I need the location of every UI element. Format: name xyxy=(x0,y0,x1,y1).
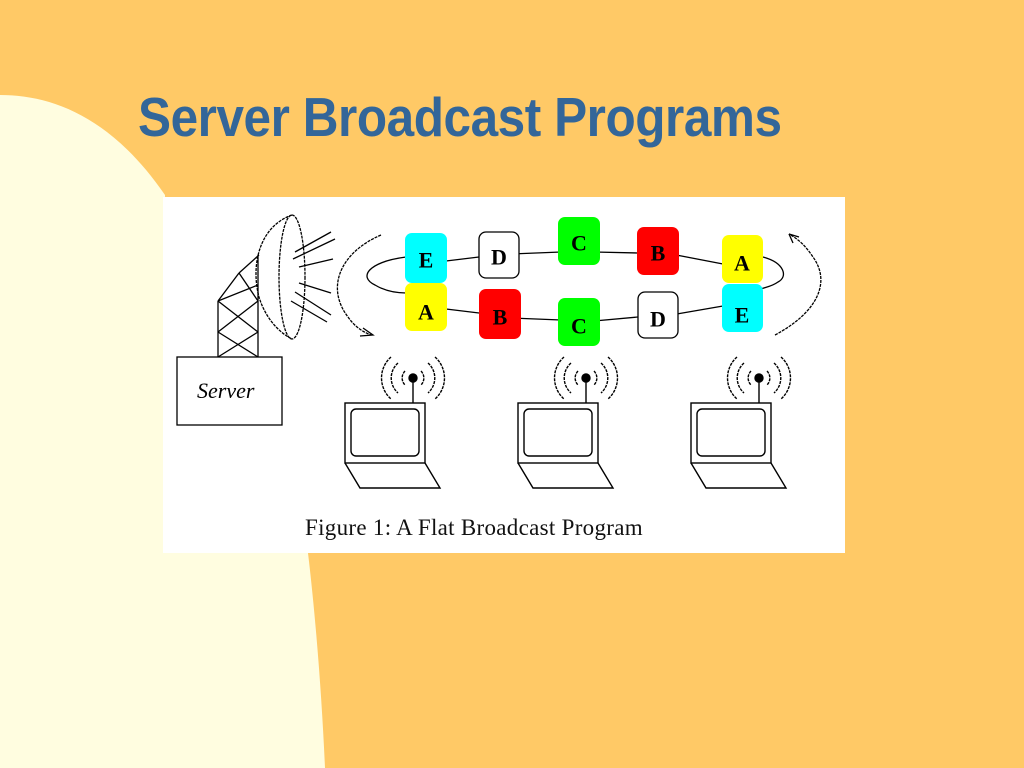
laptop-screen xyxy=(523,408,593,457)
client-laptop-icon xyxy=(344,356,446,489)
figure-caption: Figure 1: A Flat Broadcast Program xyxy=(305,515,643,540)
packet-top-4: B xyxy=(637,227,679,275)
laptop-screen xyxy=(696,408,766,457)
packet-top-5: A xyxy=(722,235,763,283)
server-label: Server xyxy=(197,378,255,403)
packet-bg xyxy=(478,231,520,279)
rotation-arrow-left-icon xyxy=(336,234,382,337)
packet-top-3: C xyxy=(558,217,600,265)
ring-top-line xyxy=(445,251,724,265)
packet-bg xyxy=(637,227,679,275)
packet-label: B xyxy=(493,305,508,330)
packet-bg xyxy=(558,298,600,346)
slide-title: Server Broadcast Programs xyxy=(138,86,782,148)
laptop-screen-frame xyxy=(517,402,599,464)
packet-top-1: E xyxy=(405,233,447,283)
packet-label: C xyxy=(571,314,587,339)
server-box xyxy=(176,356,283,426)
packet-top-2: D xyxy=(478,231,520,279)
packet-bg xyxy=(637,291,679,339)
packet-bg xyxy=(558,217,600,265)
laptop-screen xyxy=(350,408,420,457)
client-laptop-icon xyxy=(690,356,792,489)
ring-left-end xyxy=(366,256,407,294)
antenna-tip xyxy=(581,373,591,383)
broadcast-figure: E D C B A A xyxy=(163,197,845,553)
broadcast-diagram: E D C B A A xyxy=(176,214,822,489)
antenna-tower xyxy=(217,254,260,358)
packet-bg xyxy=(405,283,447,331)
packet-bottom-2: B xyxy=(479,289,521,339)
cream-accent-shape xyxy=(0,95,325,768)
packet-label: E xyxy=(735,303,750,328)
antenna-tip xyxy=(408,373,418,383)
antenna-tip xyxy=(754,373,764,383)
packet-label: A xyxy=(418,300,434,325)
packet-label: C xyxy=(571,231,587,256)
packet-label: D xyxy=(491,245,507,270)
satellite-dish-icon xyxy=(255,214,336,340)
packet-bottom-5: E xyxy=(722,284,763,332)
ring-bottom-row: A B C D E xyxy=(405,283,763,346)
laptop-keyboard xyxy=(517,462,615,489)
rotation-arrow-right-icon xyxy=(774,233,822,336)
packet-bg xyxy=(722,284,763,332)
packet-label: D xyxy=(650,307,666,332)
ring-bottom-line xyxy=(445,305,724,322)
laptop-screen-frame xyxy=(690,402,772,464)
packet-label: B xyxy=(651,241,666,266)
packet-label: E xyxy=(419,248,434,273)
ring-top-row: E D C B A xyxy=(405,217,763,283)
packet-bottom-1: A xyxy=(405,283,447,331)
packet-bg xyxy=(722,235,763,283)
packet-bottom-3: C xyxy=(558,298,600,346)
packet-bg xyxy=(405,233,447,283)
laptop-keyboard xyxy=(690,462,788,489)
packet-bg xyxy=(479,289,521,339)
ring-right-end xyxy=(760,256,785,290)
laptop-screen-frame xyxy=(344,402,426,464)
laptop-keyboard xyxy=(344,462,442,489)
client-laptop-icon xyxy=(517,356,619,489)
packet-label: A xyxy=(734,251,750,276)
packet-bottom-4: D xyxy=(637,291,679,339)
